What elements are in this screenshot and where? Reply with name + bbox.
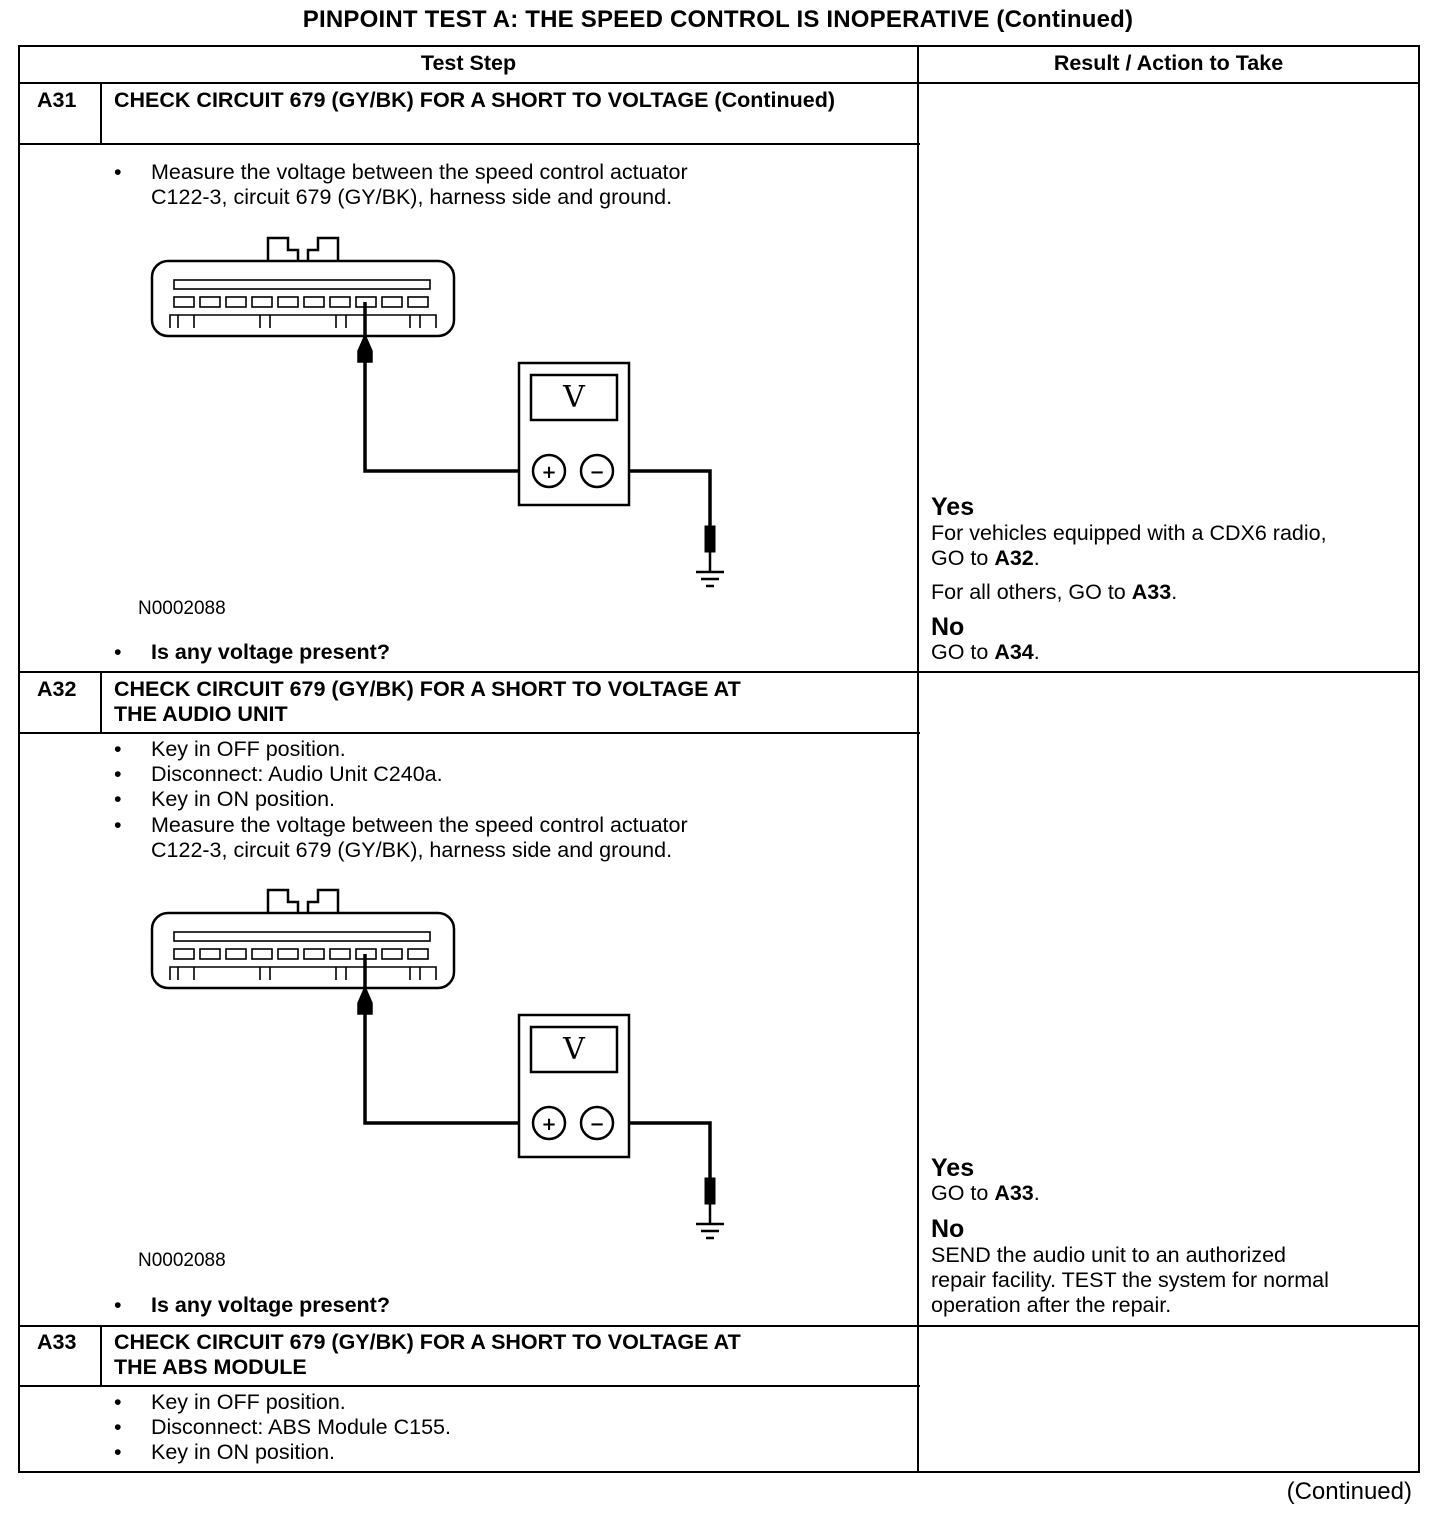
result-text: repair facility. TEST the system for nor… [931, 1268, 1329, 1292]
step-title: THE AUDIO UNIT [114, 702, 288, 726]
bullet-text: Key in ON position. [151, 787, 336, 811]
bullet-text: Measure the voltage between the speed co… [151, 813, 688, 837]
result-text: operation after the repair. [931, 1293, 1172, 1317]
result-no-label: No [931, 1215, 965, 1243]
minus-terminal: − [589, 1114, 604, 1135]
step-id: A33 [37, 1330, 77, 1354]
bullet-marker: • [114, 813, 122, 837]
bullet-marker: • [114, 1293, 122, 1317]
step-id: A32 [37, 677, 77, 701]
result-no-label: No [931, 613, 965, 641]
page-title: PINPOINT TEST A: THE SPEED CONTROL IS IN… [302, 6, 1134, 33]
bullet-text: Measure the voltage between the speed co… [151, 160, 688, 184]
meter-symbol: V [562, 380, 586, 415]
bullet-marker: • [114, 1440, 122, 1464]
step-title: CHECK CIRCUIT 679 (GY/BK) FOR A SHORT TO… [114, 88, 836, 112]
step-title: THE ABS MODULE [114, 1355, 307, 1379]
result-goto: For all others, GO to A33. [931, 580, 1178, 604]
bullet-marker: • [114, 737, 122, 761]
plus-terminal: + [541, 1114, 556, 1135]
step-question: Is any voltage present? [151, 640, 390, 664]
result-goto: GO to A34. [931, 640, 1040, 664]
bullet-text: C122-3, circuit 679 (GY/BK), harness sid… [151, 838, 673, 862]
bullet-marker: • [114, 640, 122, 664]
bullet-marker: • [114, 762, 122, 786]
header-result: Result / Action to Take [1053, 51, 1284, 75]
result-text: For vehicles equipped with a CDX6 radio, [931, 521, 1327, 545]
bullet-text: C122-3, circuit 679 (GY/BK), harness sid… [151, 185, 673, 209]
bullet-text: Key in ON position. [151, 1440, 336, 1464]
bullet-text: Disconnect: ABS Module C155. [151, 1415, 451, 1439]
bullet-text: Key in OFF position. [151, 737, 346, 761]
result-yes-label: Yes [931, 493, 975, 521]
bullet-marker: • [114, 160, 122, 184]
voltmeter-connector-diagram: V + − [150, 888, 724, 1240]
step-title: CHECK CIRCUIT 679 (GY/BK) FOR A SHORT TO… [114, 677, 741, 701]
plus-terminal: + [541, 462, 556, 483]
bullet-text: Key in OFF position. [151, 1390, 346, 1414]
bullet-text: Disconnect: Audio Unit C240a. [151, 762, 443, 786]
bullet-marker: • [114, 1415, 122, 1439]
bullet-marker: • [114, 787, 122, 811]
voltmeter-connector-diagram: V + − [150, 236, 724, 588]
header-test-step: Test Step [420, 51, 517, 75]
result-goto: GO to A32. [931, 546, 1040, 570]
meter-symbol: V [562, 1032, 586, 1067]
result-text: SEND the audio unit to an authorized [931, 1243, 1286, 1267]
result-goto: GO to A33. [931, 1181, 1040, 1205]
figure-id: N0002088 [138, 1250, 226, 1271]
figure-id: N0002088 [138, 598, 226, 619]
step-question: Is any voltage present? [151, 1293, 390, 1317]
bullet-marker: • [114, 1390, 122, 1414]
step-title: CHECK CIRCUIT 679 (GY/BK) FOR A SHORT TO… [114, 1330, 741, 1354]
continued-note: (Continued) [1286, 1478, 1412, 1505]
step-id: A31 [37, 88, 77, 112]
result-yes-label: Yes [931, 1154, 975, 1182]
minus-terminal: − [589, 462, 604, 483]
